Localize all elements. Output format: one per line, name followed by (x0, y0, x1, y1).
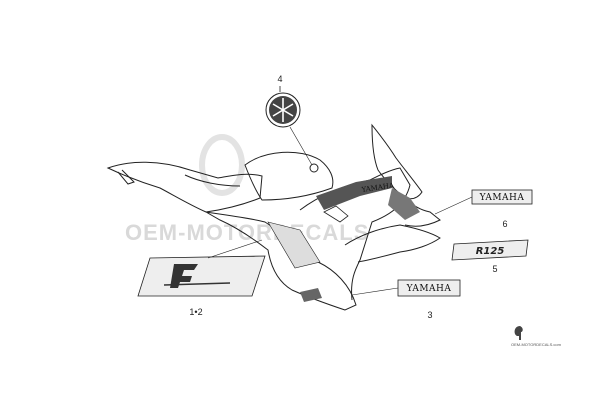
watermark: OEM-MOTORDECALS (125, 134, 369, 245)
tuning-fork-icon (272, 98, 294, 122)
fairing-panel-shade (267, 221, 321, 269)
part-6-decal: YAMAHA 6 (434, 189, 533, 229)
tail-light-area (117, 169, 135, 185)
tank-decal-stripe (163, 282, 231, 286)
f-logo-on-fairing (323, 205, 349, 223)
yamaha-decal-large-text: YAMAHA (406, 284, 452, 294)
part-3-decal: YAMAHA 3 (300, 279, 461, 320)
footer-watermark-text: OEM-MOTORDECALS.com (511, 342, 562, 347)
footer-logo-icon (514, 326, 523, 340)
lower-fairing-small-decal (300, 288, 322, 302)
nose-decal (388, 188, 420, 220)
callout-1-2: 1•2 (189, 307, 202, 317)
callout-5: 5 (492, 264, 497, 274)
callout-3: 3 (427, 310, 432, 320)
part-4-emblem: 4 (265, 74, 313, 166)
fuel-tank (244, 151, 334, 201)
part-5-decal: R125 5 (451, 239, 529, 274)
part-6-pointer (434, 196, 473, 215)
watermark-logo-icon (199, 134, 245, 196)
r125-decal-text: R125 (476, 246, 505, 257)
part-3-pointer (351, 287, 399, 296)
callout-6: 6 (502, 219, 507, 229)
part-1-2-pointer (207, 239, 263, 259)
tail-cowl (106, 161, 263, 213)
tank-side-decal (137, 255, 266, 297)
seat-line (184, 174, 241, 187)
watermark-text: OEM-MOTORDECALS (125, 220, 369, 245)
callout-4: 4 (277, 74, 282, 84)
windscreen (371, 123, 423, 200)
f-logo-icon (170, 264, 198, 288)
footer-watermark: OEM-MOTORDECALS.com (511, 326, 562, 347)
tank-cap (309, 163, 319, 173)
lower-fairing (344, 224, 441, 263)
side-fairing (205, 211, 357, 311)
r125-decal (451, 239, 529, 261)
fairing-decals: YAMAHA (267, 176, 420, 269)
yamaha-decal-small-text: YAMAHA (479, 193, 525, 203)
part-1-2-decal: 1•2 (137, 239, 266, 317)
fairing-decal-upper (316, 176, 392, 210)
callout-4-pointer (289, 126, 313, 166)
